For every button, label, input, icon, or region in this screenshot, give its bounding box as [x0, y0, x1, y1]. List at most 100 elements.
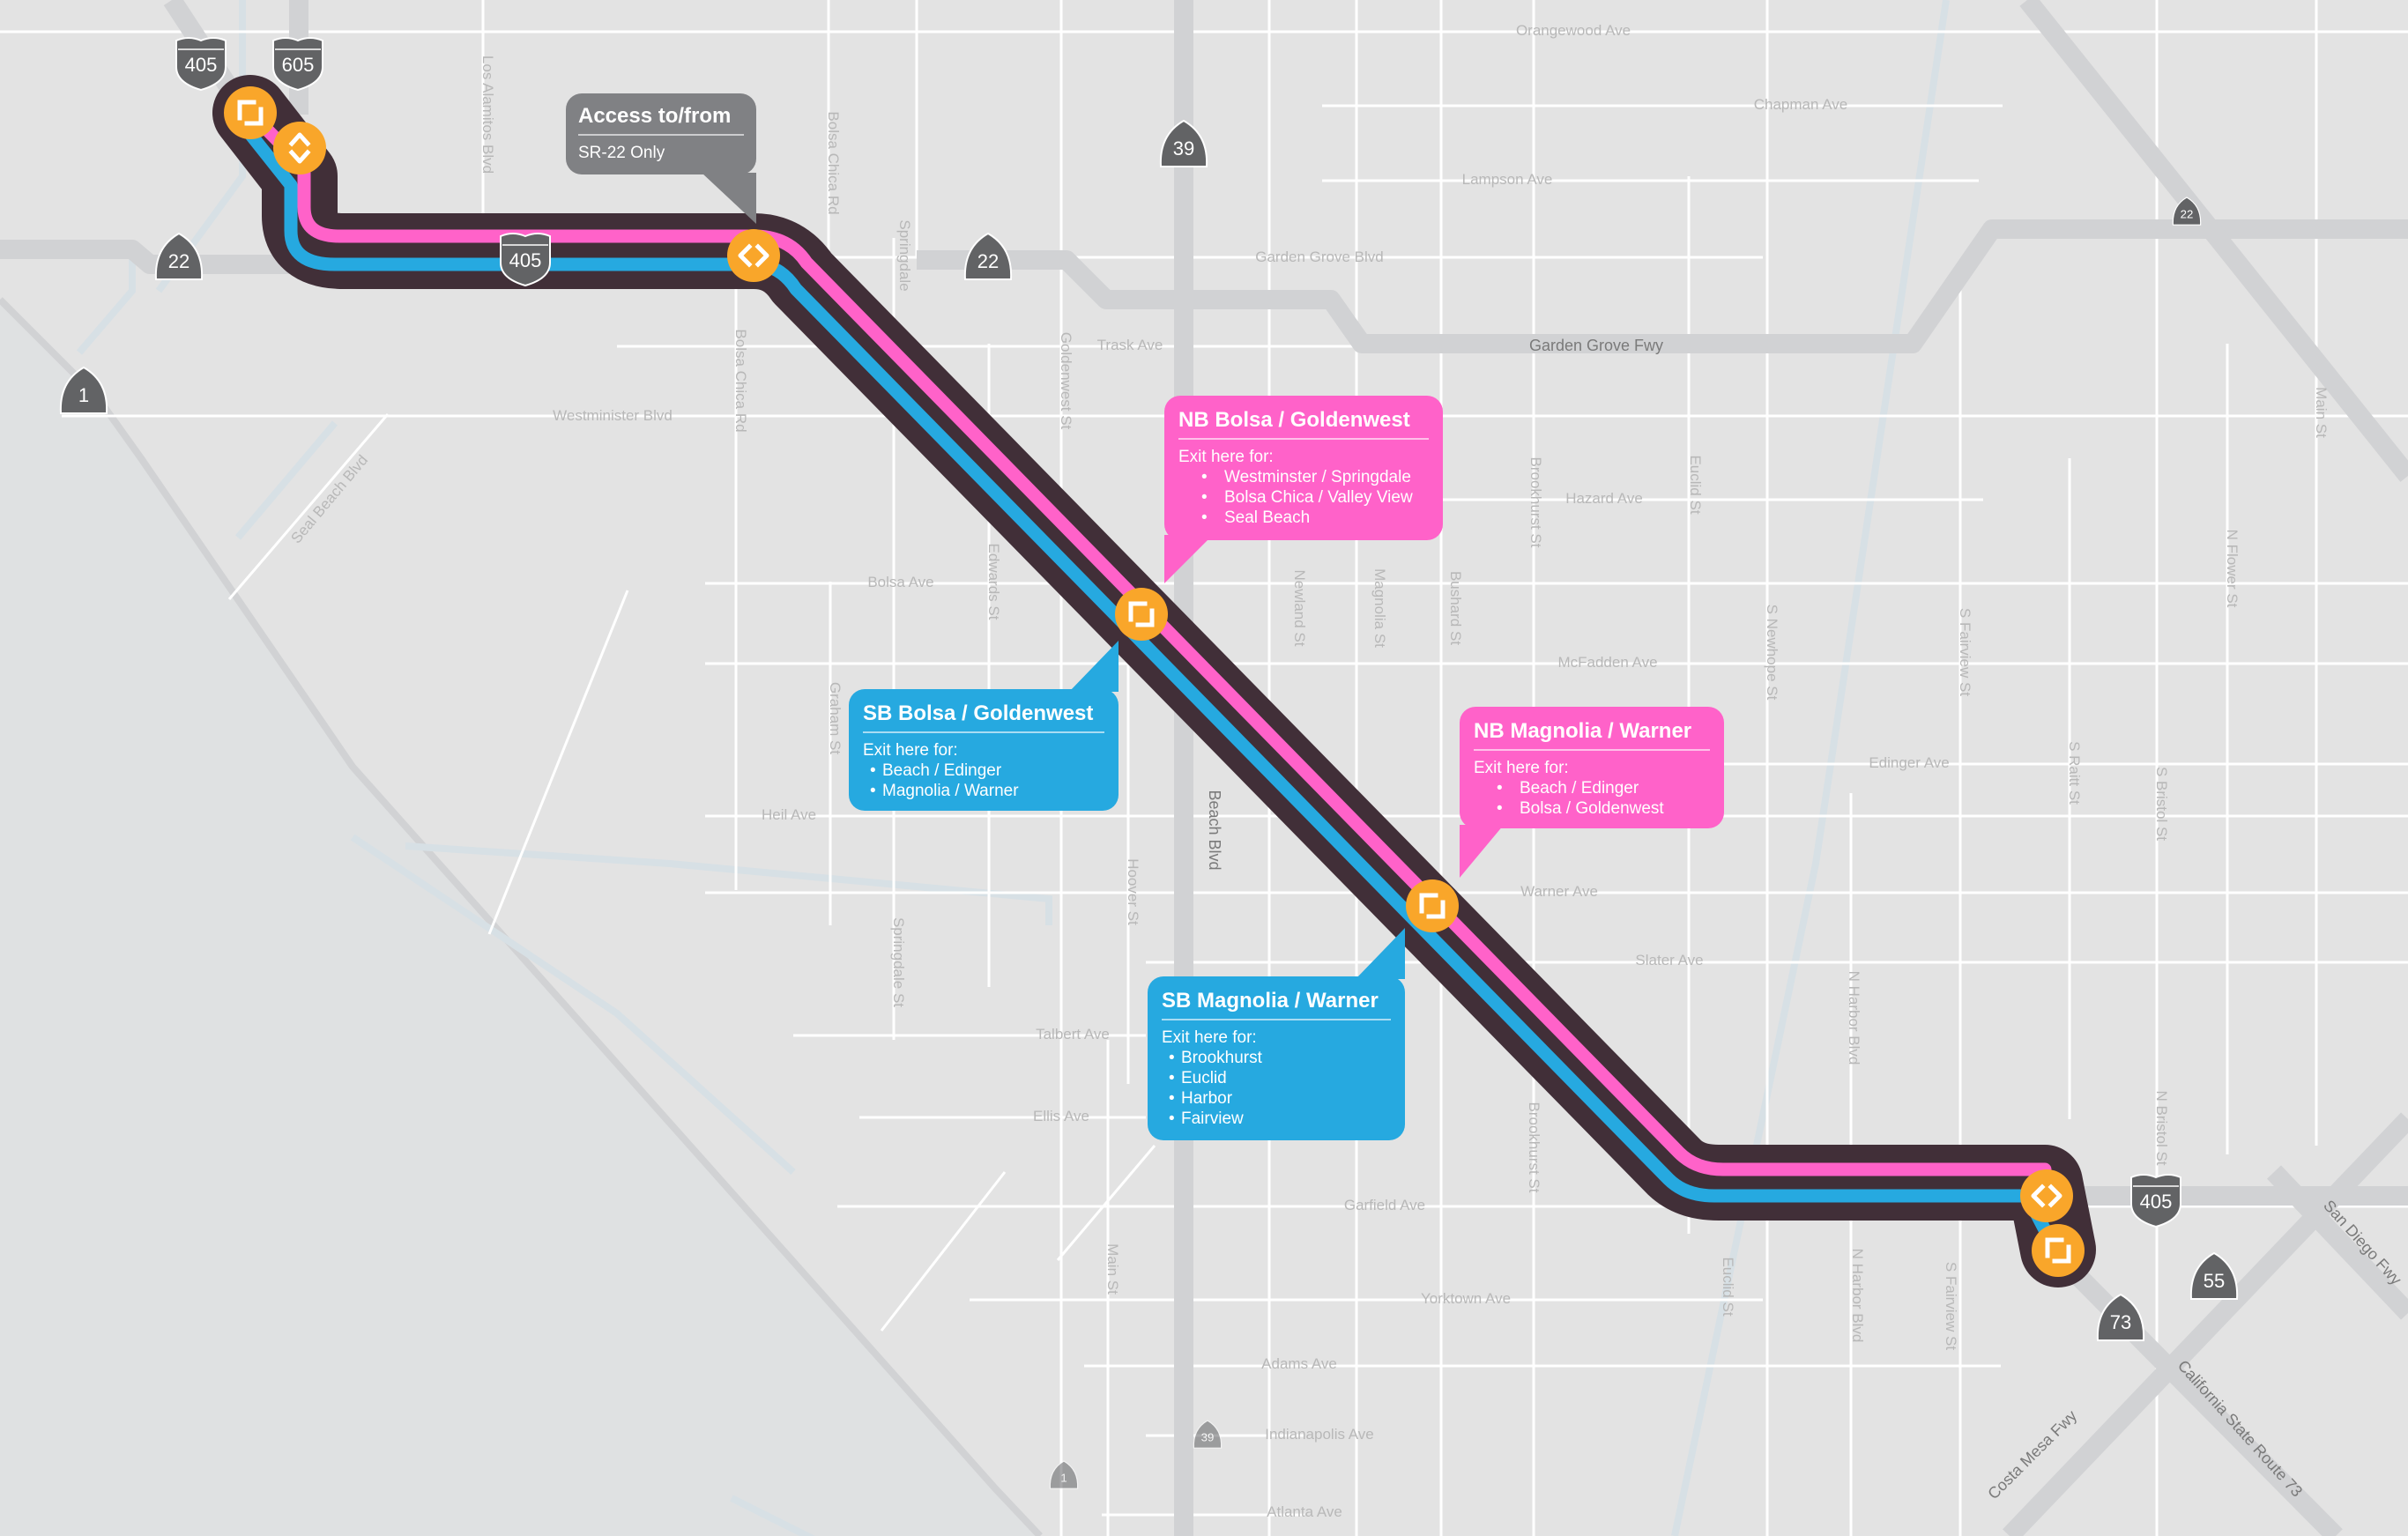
- exit-list: Beach / Edinger Magnolia / Warner: [863, 761, 1104, 801]
- state-route-shield-icon: 73: [2096, 1293, 2145, 1341]
- svg-text:405: 405: [2140, 1191, 2173, 1213]
- exit-item: Magnolia / Warner: [863, 781, 1104, 801]
- exit-item: Harbor: [1162, 1088, 1391, 1109]
- entrance-marker-icon[interactable]: [1115, 588, 1168, 641]
- callout-title: SB Magnolia / Warner: [1162, 989, 1391, 1020]
- state-route-shield-icon: 22: [154, 232, 204, 280]
- svg-text:22: 22: [2181, 207, 2194, 220]
- street-label: Yorktown Ave: [1421, 1290, 1511, 1307]
- exit-item: Beach / Edinger: [863, 761, 1104, 781]
- svg-text:22: 22: [168, 250, 190, 272]
- street-label: Orangewood Ave: [1516, 22, 1631, 39]
- callout-title: SB Bolsa / Goldenwest: [863, 701, 1104, 733]
- street-label: Heil Ave: [762, 806, 816, 823]
- callout-subtitle: SR-22 Only: [578, 144, 665, 162]
- street-label: Bolsa Ave: [867, 574, 933, 590]
- street-label: Garden Grove Blvd: [1255, 249, 1384, 265]
- exit-item: Beach / Edinger: [1474, 778, 1710, 798]
- state-route-shield-icon: 55: [2189, 1251, 2239, 1300]
- freeway-label: Beach Blvd: [1206, 790, 1223, 870]
- callout-intro: Exit here for:: [1162, 1028, 1257, 1047]
- street-label: S Raitt St: [2066, 741, 2083, 805]
- street-label: Euclid St: [1687, 455, 1704, 514]
- callout-access-sr22: Access to/from SR-22 Only: [566, 93, 756, 224]
- svg-text:605: 605: [282, 54, 315, 76]
- street-label: Garfield Ave: [1344, 1197, 1425, 1213]
- callout-intro: Exit here for:: [1178, 448, 1274, 466]
- state-route-shield-icon: 39: [1193, 1420, 1223, 1449]
- freeway-san-diego: [2267, 1165, 2408, 1320]
- street-label: Lampson Ave: [1462, 171, 1553, 188]
- exit-item: Euclid: [1162, 1068, 1391, 1088]
- freeway-22-garden-grove: [917, 219, 2408, 353]
- freeway-55: [2003, 1112, 2408, 1536]
- exit-item: Westminster / Springdale: [1178, 467, 1429, 487]
- nb-lane-line: [250, 113, 2052, 1176]
- exit-list: Westminster / Springdale Bolsa Chica / V…: [1178, 467, 1429, 528]
- street-label: Springdale: [896, 219, 913, 291]
- callout-intro: Exit here for:: [1474, 759, 1569, 777]
- street-label: Chapman Ave: [1754, 96, 1847, 113]
- street-label: Springdale St: [890, 917, 907, 1007]
- freeway-22-west: [0, 240, 300, 274]
- street-label: McFadden Ave: [1557, 654, 1657, 671]
- state-route-shield-icon: 1: [1049, 1460, 1079, 1489]
- street-label: Edwards St: [985, 544, 1002, 620]
- callout-pointer: [1164, 535, 1213, 583]
- callout-pointer: [1356, 928, 1405, 979]
- street-label: S Newhope St: [1764, 605, 1780, 701]
- exit-list: Beach / Edinger Bolsa / Goldenwest: [1474, 778, 1710, 819]
- street-label: N Harbor Blvd: [1849, 1249, 1866, 1343]
- svg-text:55: 55: [2204, 1270, 2225, 1292]
- svg-text:22: 22: [977, 250, 999, 272]
- exit-list: Brookhurst Euclid Harbor Fairview: [1162, 1048, 1391, 1129]
- street-label: Slater Ave: [1635, 952, 1703, 968]
- state-route-shield-icon: 22: [2172, 197, 2202, 226]
- entrance-marker-icon[interactable]: [2032, 1224, 2085, 1277]
- entrance-marker-icon[interactable]: [224, 86, 277, 139]
- access-point-marker-icon[interactable]: [2020, 1169, 2073, 1222]
- street-label: Bolsa Chica Rd: [825, 111, 842, 214]
- street-label: Euclid St: [1720, 1257, 1736, 1316]
- interstate-shield-icon: 405: [500, 233, 551, 287]
- access-point-marker-icon[interactable]: [273, 122, 326, 174]
- entrance-marker-icon[interactable]: [1406, 879, 1459, 932]
- street-label: Westminister Blvd: [553, 407, 673, 424]
- exit-item: Bolsa / Goldenwest: [1474, 798, 1710, 819]
- freeway-57: [2019, 0, 2408, 482]
- street-label: Graham St: [827, 682, 844, 754]
- callout-title: NB Bolsa / Goldenwest: [1178, 408, 1429, 440]
- street-label: Hazard Ave: [1565, 490, 1643, 507]
- callout-sb-bolsa-goldenwest: SB Bolsa / Goldenwest Exit here for: Bea…: [849, 641, 1119, 811]
- street-label: S Fairview St: [1957, 608, 1973, 696]
- street-label: Atlanta Ave: [1267, 1503, 1342, 1520]
- svg-text:39: 39: [1173, 137, 1194, 160]
- svg-text:39: 39: [1201, 1430, 1215, 1443]
- street-label: Main St: [1104, 1243, 1121, 1295]
- street-label: Warner Ave: [1520, 883, 1598, 900]
- callout-title: NB Magnolia / Warner: [1474, 719, 1710, 751]
- interstate-shield-icon: 605: [272, 37, 323, 92]
- street-label: S Fairview St: [1943, 1262, 1959, 1350]
- street-label: Brookhurst St: [1526, 1102, 1542, 1193]
- street-label: Indianapolis Ave: [1265, 1426, 1374, 1443]
- interchange-markers: [224, 86, 2085, 1277]
- street-label: Brookhurst St: [1527, 457, 1544, 548]
- street-label: Magnolia St: [1371, 568, 1388, 648]
- svg-text:73: 73: [2110, 1311, 2131, 1333]
- street-label: Hoover St: [1125, 858, 1141, 925]
- svg-text:1: 1: [78, 384, 89, 406]
- callout-title: Access to/from: [578, 104, 744, 136]
- exit-item: Brookhurst: [1162, 1048, 1391, 1068]
- street-label: Newland St: [1291, 570, 1308, 647]
- exit-item: Bolsa Chica / Valley View: [1178, 487, 1429, 508]
- svg-text:405: 405: [509, 249, 542, 271]
- callout-nb-bolsa-goldenwest: NB Bolsa / Goldenwest Exit here for: Wes…: [1164, 396, 1443, 583]
- freeway-73: [2047, 1244, 2343, 1536]
- svg-text:405: 405: [185, 54, 218, 76]
- access-point-marker-icon[interactable]: [727, 229, 780, 282]
- street-label: Goldenwest St: [1058, 332, 1074, 430]
- street-label: N Flower St: [2224, 530, 2241, 608]
